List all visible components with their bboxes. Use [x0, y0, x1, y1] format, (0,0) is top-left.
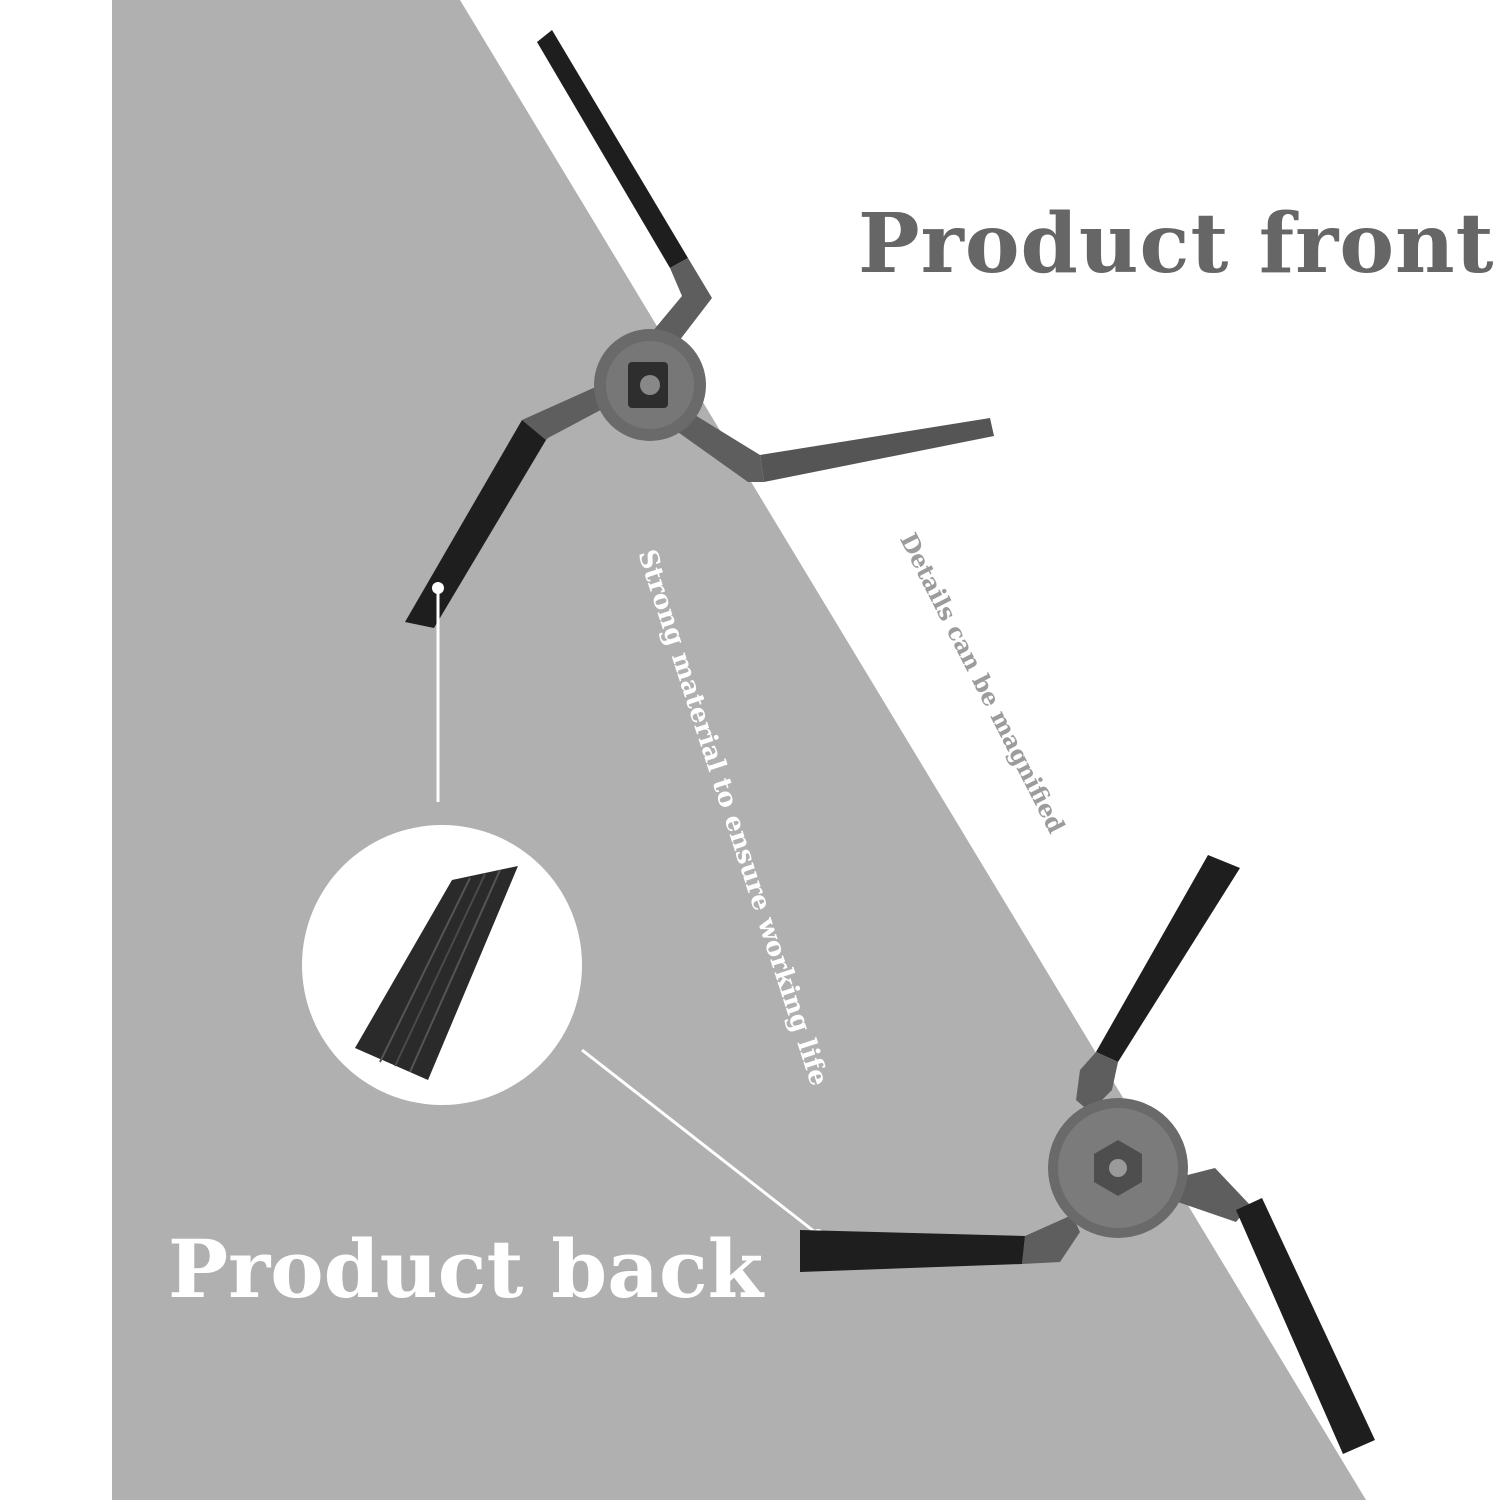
magnified-bristle-strip [355, 866, 518, 1080]
front-brush-bristle-top [537, 30, 688, 268]
front-brush [405, 30, 994, 628]
front-brush-arm-right [668, 412, 764, 482]
back-brush [800, 855, 1375, 1454]
callout-line-diagonal [581, 1048, 816, 1234]
back-brush-arm-top [1076, 1052, 1118, 1112]
callout-dot-top [432, 582, 444, 594]
front-brush-bristle-left [405, 420, 546, 628]
front-brush-bristle-right [760, 418, 994, 482]
product-back-title: Product back [168, 1222, 764, 1316]
back-brush-bristle-left [800, 1230, 1025, 1272]
back-brush-arm-left [1022, 1215, 1080, 1264]
front-brush-arm-top [652, 258, 712, 345]
back-brush-hub-bolt [1109, 1159, 1127, 1177]
front-brush-arm-left [522, 385, 610, 440]
back-brush-arm-right [1168, 1168, 1250, 1222]
back-brush-bristle-right [1236, 1198, 1375, 1454]
front-brush-hub-bolt [640, 375, 660, 395]
gray-background-panel [112, 0, 1366, 1500]
product-front-title: Product front [858, 196, 1495, 292]
back-brush-bristle-top [1096, 855, 1240, 1062]
